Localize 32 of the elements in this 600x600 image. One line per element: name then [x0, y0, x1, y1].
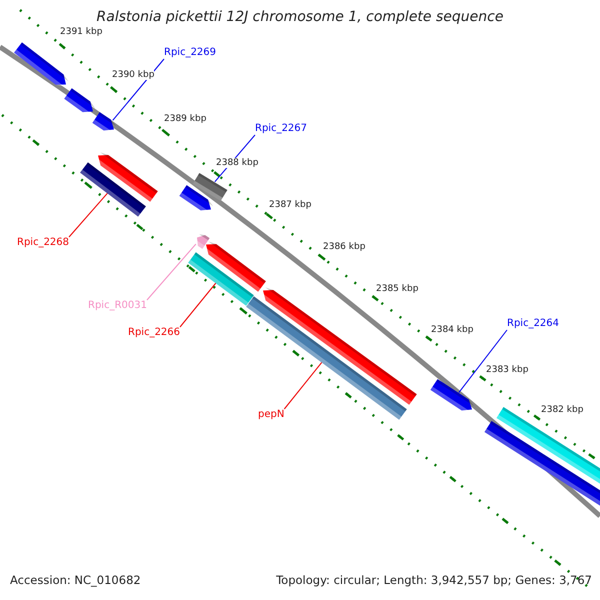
gene-label: Rpic_2269: [164, 47, 216, 59]
leader-line: [146, 244, 196, 300]
leader-line: [180, 282, 216, 328]
gene-label: Rpic_2267: [255, 123, 308, 135]
gene-label: Rpic_2266: [128, 327, 180, 339]
leader-line: [458, 330, 508, 394]
scale-label: 2384 kbp: [431, 325, 474, 335]
scale-label: 2383 kbp: [486, 365, 528, 375]
gene-bar: [192, 172, 228, 201]
scale-label: 2382 kbp: [541, 405, 584, 415]
leader-line: [284, 362, 322, 410]
scale-label: 2390 kbp: [112, 70, 154, 80]
gene-bar: [484, 420, 600, 506]
title: Ralstonia pickettii 12J chromosome 1, complete sequence: [96, 9, 504, 25]
scale-label: 2386 kbp: [323, 242, 366, 252]
leader-line: [68, 192, 108, 238]
scale-label: 2385 kbp: [376, 284, 418, 294]
gene-label: Rpic_2264: [507, 318, 560, 330]
leader-line: [112, 58, 164, 121]
gene-label: Rpic_R0031: [88, 300, 147, 312]
footer-text: Topology: circular; Length: 3,942,557 bp; Genes: 3,767: [276, 573, 592, 587]
gene-label: Rpic_2268: [17, 237, 70, 249]
footer-text: Accession: NC_010682: [10, 573, 141, 587]
gene-bar: [496, 406, 600, 484]
gene-bar: [246, 296, 407, 420]
gene-bar: [80, 162, 146, 216]
gene-label: pepN: [258, 409, 284, 421]
scale-label: 2391 kbp: [60, 27, 102, 37]
scale-label: 2389 kbp: [164, 114, 206, 124]
gene-bar: [188, 252, 254, 306]
scale-label: 2387 kbp: [269, 200, 312, 210]
scale-label: 2388 kbp: [216, 158, 258, 168]
